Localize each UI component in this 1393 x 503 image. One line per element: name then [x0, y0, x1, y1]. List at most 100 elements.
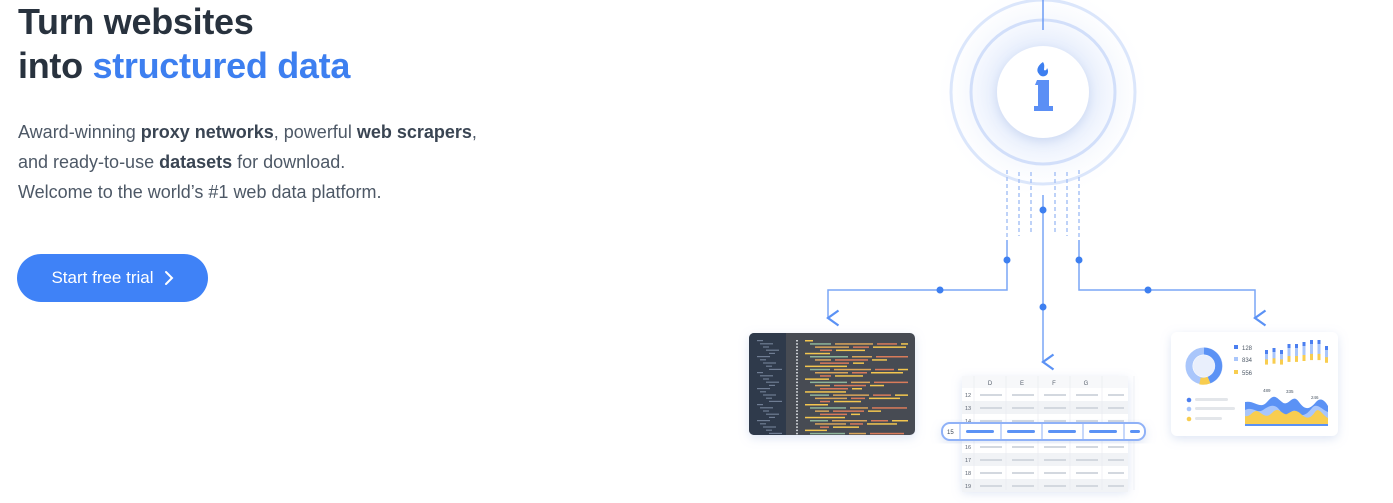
- row-number: 13: [965, 406, 971, 412]
- cell-placeholder: [1076, 472, 1098, 474]
- code-token: [851, 397, 865, 400]
- bar-segment: [1280, 354, 1283, 360]
- peak-label: 335: [1286, 389, 1294, 394]
- row-number: 12: [965, 393, 971, 399]
- code-token: [805, 404, 828, 406]
- start-free-trial-button[interactable]: Start free trial: [17, 254, 208, 302]
- line-number: [796, 372, 798, 374]
- cell-placeholder: [1044, 446, 1066, 448]
- code-token: [874, 381, 908, 384]
- cell-placeholder: [1012, 472, 1034, 474]
- cell-value: [1130, 430, 1140, 433]
- bar-segment: [1287, 352, 1291, 362]
- line-number: [796, 407, 798, 409]
- header-row: [962, 376, 1128, 388]
- code-token: [820, 426, 829, 428]
- line-number: [796, 416, 798, 419]
- brand-logo-icon: [1034, 62, 1053, 111]
- code-token: [873, 394, 891, 396]
- code-sidebar-line: [757, 388, 770, 390]
- cell-placeholder: [1012, 407, 1034, 409]
- code-token: [810, 343, 831, 345]
- code-token: [850, 423, 863, 425]
- cell-placeholder: [1012, 394, 1034, 396]
- bar-segment: [1317, 348, 1321, 361]
- line-number: [796, 384, 798, 387]
- code-sidebar-line: [769, 400, 782, 402]
- code-sidebar-line: [757, 420, 770, 422]
- connector-dots: [936, 206, 1152, 311]
- code-token: [810, 381, 847, 384]
- line-number: [796, 352, 798, 355]
- line-number: [796, 420, 798, 422]
- cell-placeholder: [1108, 394, 1124, 396]
- peak-label: 489: [1263, 388, 1271, 393]
- code-token: [810, 394, 829, 396]
- bar-segment: [1272, 356, 1276, 364]
- cell-placeholder: [1012, 459, 1034, 461]
- code-token: [835, 359, 868, 361]
- cell-placeholder: [1012, 446, 1034, 448]
- cell-placeholder: [1076, 485, 1098, 487]
- bar-segment: [1295, 348, 1298, 357]
- code-token: [810, 356, 848, 358]
- cell-placeholder: [1076, 459, 1098, 461]
- bar-segment: [1310, 340, 1313, 344]
- row-number: 16: [965, 445, 971, 451]
- line-number: [796, 391, 798, 393]
- code-token: [898, 368, 908, 371]
- code-token: [835, 375, 863, 377]
- code-sidebar-line: [766, 413, 779, 415]
- code-sidebar-line: [757, 356, 770, 358]
- code-token: [851, 413, 860, 416]
- code-token: [851, 381, 870, 384]
- code-token: [820, 362, 849, 364]
- line-number: [796, 426, 798, 428]
- line-number: [796, 362, 798, 364]
- code-token: [820, 400, 830, 403]
- code-token: [868, 410, 881, 412]
- line-number: [796, 429, 798, 432]
- code-token: [895, 394, 908, 396]
- code-sidebar-line: [766, 397, 772, 399]
- code-token: [870, 384, 884, 387]
- connector-lines: [826, 170, 1267, 371]
- code-sidebar-line: [763, 410, 769, 412]
- row-number: 19: [965, 484, 971, 490]
- code-token: [805, 416, 845, 419]
- code-token: [815, 384, 830, 387]
- table-row: [962, 479, 1128, 492]
- code-token: [872, 407, 907, 409]
- code-token: [833, 394, 869, 396]
- code-token: [872, 359, 887, 361]
- code-token: [820, 388, 848, 390]
- bar-segment: [1317, 344, 1321, 354]
- code-token: [852, 388, 862, 390]
- line-number: [796, 378, 798, 380]
- table-row: [962, 440, 1128, 453]
- row-number: 18: [965, 471, 971, 477]
- line-number: [796, 400, 798, 403]
- cell-placeholder: [1076, 420, 1098, 422]
- code-token: [869, 397, 900, 400]
- code-token: [852, 372, 867, 374]
- code-sidebar-line: [766, 349, 779, 351]
- line-number: [796, 343, 798, 345]
- code-token: [810, 432, 845, 435]
- line-number: [796, 413, 798, 416]
- code-token: [815, 346, 849, 348]
- legend-value: 128: [1242, 346, 1253, 352]
- code-token: [805, 352, 830, 355]
- cell-placeholder: [1108, 446, 1124, 448]
- code-sidebar-line: [757, 404, 763, 406]
- code-token: [820, 413, 847, 416]
- code-token: [810, 420, 828, 422]
- table-row: [962, 401, 1128, 414]
- cell-placeholder: [1044, 394, 1066, 396]
- code-sidebar-line: [769, 432, 782, 434]
- code-token: [876, 356, 908, 358]
- bar-segment: [1295, 344, 1298, 348]
- table-row: [962, 388, 1128, 401]
- code-token: [805, 429, 827, 432]
